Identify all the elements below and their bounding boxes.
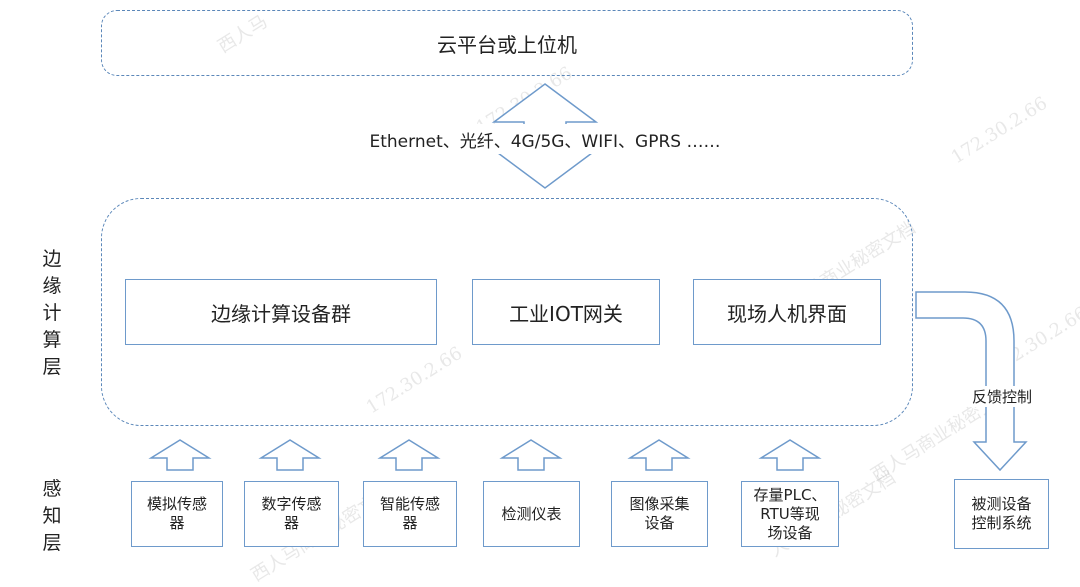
device-digital-sensor: 数字传感 器 [244, 481, 339, 547]
edge-module-iot-gateway: 工业IOT网关 [472, 279, 660, 345]
device-legacy-plc: 存量PLC、 RTU等现 场设备 [741, 481, 839, 547]
cloud-platform-box: 云平台或上位机 [101, 10, 913, 76]
up-arrow [758, 439, 822, 471]
edge-module-computing: 边缘计算设备群 [125, 279, 437, 345]
device-analog-sensor: 模拟传感 器 [131, 481, 223, 547]
up-arrow [377, 439, 441, 471]
perception-layer-side-label: 感 知 层 [42, 478, 62, 554]
module-label: 工业IOT网关 [509, 301, 623, 326]
feedback-arrow [915, 291, 1028, 472]
device-smart-sensor: 智能传感 器 [363, 481, 457, 547]
edge-layer-container [101, 198, 913, 426]
protocol-text: Ethernet、光纤、4G/5G、WIFI、GPRS …… [369, 131, 721, 152]
controlled-equipment-box: 被测设备 控制系统 [954, 479, 1049, 549]
device-test-instrument: 检测仪表 [483, 481, 580, 547]
edge-module-hmi: 现场人机界面 [693, 279, 881, 345]
up-arrow [499, 439, 563, 471]
protocol-label: Ethernet、光纤、4G/5G、WIFI、GPRS …… [300, 124, 790, 154]
edge-layer-side-label: 边 缘 计 算 层 [42, 248, 62, 378]
up-arrow [258, 439, 322, 471]
device-image-capture: 图像采集 设备 [611, 481, 708, 547]
up-arrow [627, 439, 691, 471]
module-label: 现场人机界面 [727, 301, 847, 326]
up-arrow [148, 439, 212, 471]
feedback-label: 反馈控制 [970, 386, 1035, 407]
module-label: 边缘计算设备群 [211, 301, 351, 326]
cloud-platform-label: 云平台或上位机 [437, 32, 577, 57]
